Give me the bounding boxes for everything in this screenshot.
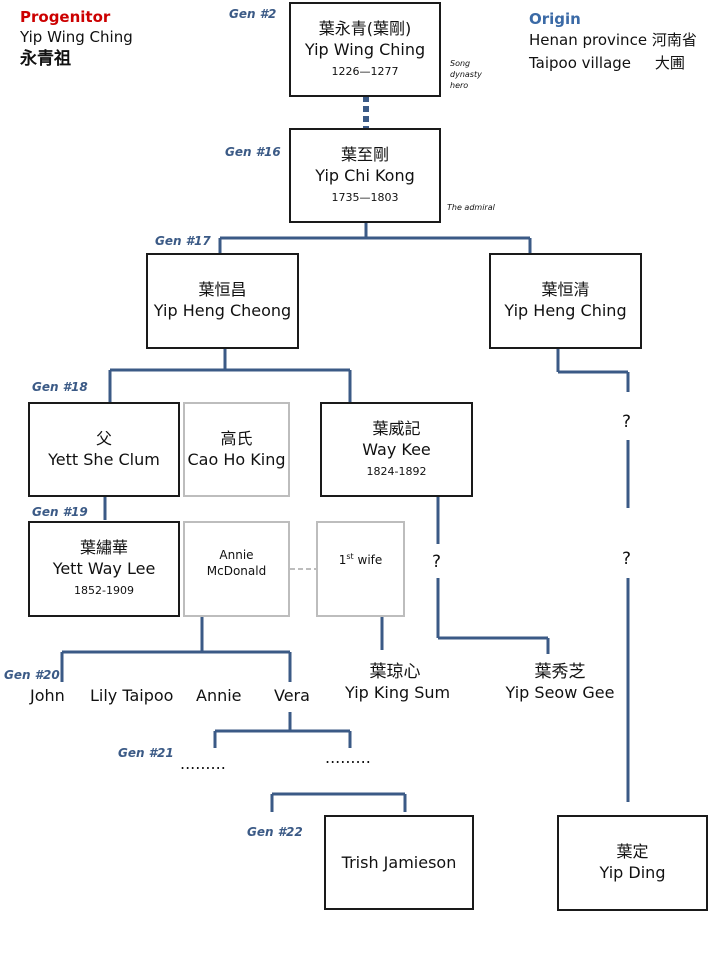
note-song-dynasty: Song dynasty hero bbox=[450, 59, 482, 90]
gen-label-20: Gen #20 bbox=[4, 668, 60, 682]
person-name-cn: 葉恒昌 bbox=[198, 280, 247, 299]
gen-label-16: Gen #16 bbox=[225, 145, 281, 159]
gen-label-22: Gen #22 bbox=[247, 825, 303, 839]
person-years: 1824-1892 bbox=[366, 464, 427, 478]
origin-line2: Taipoo village 大圃 bbox=[529, 54, 685, 72]
unknown-marker: ? bbox=[432, 552, 442, 572]
person-name-cn: 葉秀芝 bbox=[534, 662, 586, 682]
person-name-cn: 葉永青(葉剛) bbox=[318, 18, 412, 38]
origin-heading: Origin bbox=[529, 10, 581, 28]
person-name-en: Yip Heng Cheong bbox=[153, 301, 292, 320]
person-first-wife[interactable]: 1st wife bbox=[316, 521, 405, 617]
person-name-cn: 葉恒清 bbox=[541, 280, 590, 299]
person-years: 1226—1277 bbox=[331, 64, 399, 78]
person-name-cn: 葉威記 bbox=[372, 418, 421, 438]
gen21-ellipsis-right: ......... bbox=[325, 748, 371, 767]
person-name-cn: 高氏 bbox=[220, 428, 253, 448]
progenitor-name-en: Yip Wing Ching bbox=[20, 28, 133, 46]
person-yett-she-clum[interactable]: 父 Yett She Clum bbox=[28, 402, 180, 497]
person-name-en: Yett She Clum bbox=[48, 449, 160, 469]
unknown-marker: ? bbox=[622, 412, 632, 432]
person-name-line1: Annie bbox=[219, 548, 254, 562]
person-name-en: Trish Jamieson bbox=[341, 852, 457, 872]
person-yip-ding[interactable]: 葉定 Yip Ding bbox=[557, 815, 708, 911]
gen-label-19: Gen #19 bbox=[32, 505, 88, 519]
person-name-en: Yip Ding bbox=[599, 863, 666, 882]
note-admiral: The admiral bbox=[447, 203, 495, 212]
person-name-en: Yip Chi Kong bbox=[315, 165, 415, 185]
person-annie-mcdonald[interactable]: Annie McDonald bbox=[183, 521, 290, 617]
person-name-en: Way Kee bbox=[362, 439, 431, 459]
person-way-kee[interactable]: 葉威記 Way Kee 1824-1892 bbox=[320, 402, 473, 497]
person-name-cn: 父 bbox=[95, 428, 112, 448]
gen-label-2: Gen #2 bbox=[229, 7, 277, 21]
person-name-cn: 葉繡華 bbox=[79, 538, 128, 557]
person-name-cn: 葉琼心 bbox=[369, 662, 421, 682]
progenitor-heading: Progenitor bbox=[20, 8, 111, 26]
person-name-cn: 葉至剛 bbox=[340, 144, 389, 164]
progenitor-block: Progenitor Yip Wing Ching 永青祖 bbox=[20, 8, 133, 70]
progenitor-name-cn: 永青祖 bbox=[20, 49, 71, 69]
person-name-en: Yett Way Lee bbox=[52, 559, 156, 578]
person-name-en: Cao Ho King bbox=[187, 449, 286, 469]
person-yett-way-lee[interactable]: 葉繡華 Yett Way Lee 1852-1909 bbox=[28, 521, 180, 617]
origin-line1: Henan province 河南省 bbox=[529, 31, 697, 49]
person-years: 1852-1909 bbox=[74, 584, 134, 597]
person-trish-jamieson[interactable]: Trish Jamieson bbox=[324, 815, 474, 910]
child-john[interactable]: John bbox=[30, 686, 65, 705]
person-name-cn: 葉定 bbox=[616, 842, 649, 861]
child-annie[interactable]: Annie bbox=[196, 686, 242, 705]
gen-label-21: Gen #21 bbox=[118, 746, 174, 760]
person-name-en: Yip Wing Ching bbox=[304, 39, 426, 59]
gen-label-18: Gen #18 bbox=[32, 380, 88, 394]
person-yip-chi-kong[interactable]: 葉至剛 Yip Chi Kong 1735—1803 bbox=[289, 128, 441, 223]
child-lily-taipoo[interactable]: Lily Taipoo bbox=[90, 686, 174, 705]
person-name-en: Yip King Sum bbox=[345, 683, 451, 702]
person-name-line2: McDonald bbox=[206, 564, 267, 578]
gen21-ellipsis-left: ......... bbox=[180, 754, 226, 773]
person-name-en: Yip Heng Ching bbox=[504, 301, 627, 320]
first-wife-label: 1st wife bbox=[338, 552, 383, 567]
child-vera[interactable]: Vera bbox=[274, 686, 310, 705]
gen-label-17: Gen #17 bbox=[155, 234, 211, 248]
unknown-marker: ? bbox=[622, 549, 632, 569]
person-yip-heng-ching[interactable]: 葉恒清 Yip Heng Ching bbox=[489, 253, 642, 349]
person-yip-king-sum[interactable]: 葉琼心 Yip King Sum bbox=[345, 662, 451, 704]
person-yip-wing-ching[interactable]: 葉永青(葉剛) Yip Wing Ching 1226—1277 bbox=[289, 2, 441, 97]
person-cao-ho-king[interactable]: 高氏 Cao Ho King bbox=[183, 402, 290, 497]
person-years: 1735—1803 bbox=[331, 190, 399, 204]
person-yip-heng-cheong[interactable]: 葉恒昌 Yip Heng Cheong bbox=[146, 253, 299, 349]
person-name-en: Yip Seow Gee bbox=[505, 683, 615, 702]
person-yip-seow-gee[interactable]: 葉秀芝 Yip Seow Gee bbox=[505, 662, 615, 704]
origin-block: Origin Henan province 河南省 Taipoo village… bbox=[529, 10, 697, 74]
